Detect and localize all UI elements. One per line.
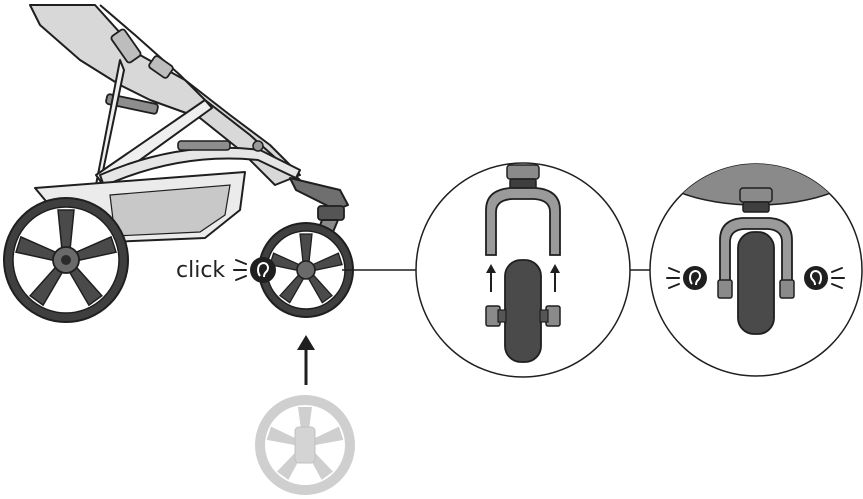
chassis-pad (177, 140, 231, 151)
sound-lines-icon (233, 259, 247, 281)
rear-wheel (3, 197, 129, 323)
detail-circle-insert (415, 162, 631, 378)
frame-joint-top (110, 28, 142, 64)
click-label: click (176, 258, 225, 283)
ear-icon (250, 257, 276, 283)
fork (485, 187, 561, 256)
click-callout: click (176, 257, 276, 283)
chassis-arc (99, 146, 301, 187)
arrow-up-icon (297, 335, 315, 385)
sound-lines-icon (666, 267, 680, 289)
frame-joint-mid (148, 55, 174, 79)
arrow-up-icon (486, 264, 496, 292)
arrow-up-icon (550, 264, 560, 292)
ear-icon (683, 266, 707, 290)
detail-circle-locked (649, 163, 863, 377)
wheel (737, 231, 775, 335)
wheel (504, 259, 542, 363)
front-wheel (258, 222, 354, 318)
stroller (3, 4, 354, 323)
ghost-front-wheel (255, 395, 355, 495)
armrest (105, 93, 159, 115)
frame-bolt (252, 140, 264, 152)
sound-lines-icon (831, 267, 845, 289)
ear-icon (804, 266, 828, 290)
front-swivel (317, 205, 345, 221)
